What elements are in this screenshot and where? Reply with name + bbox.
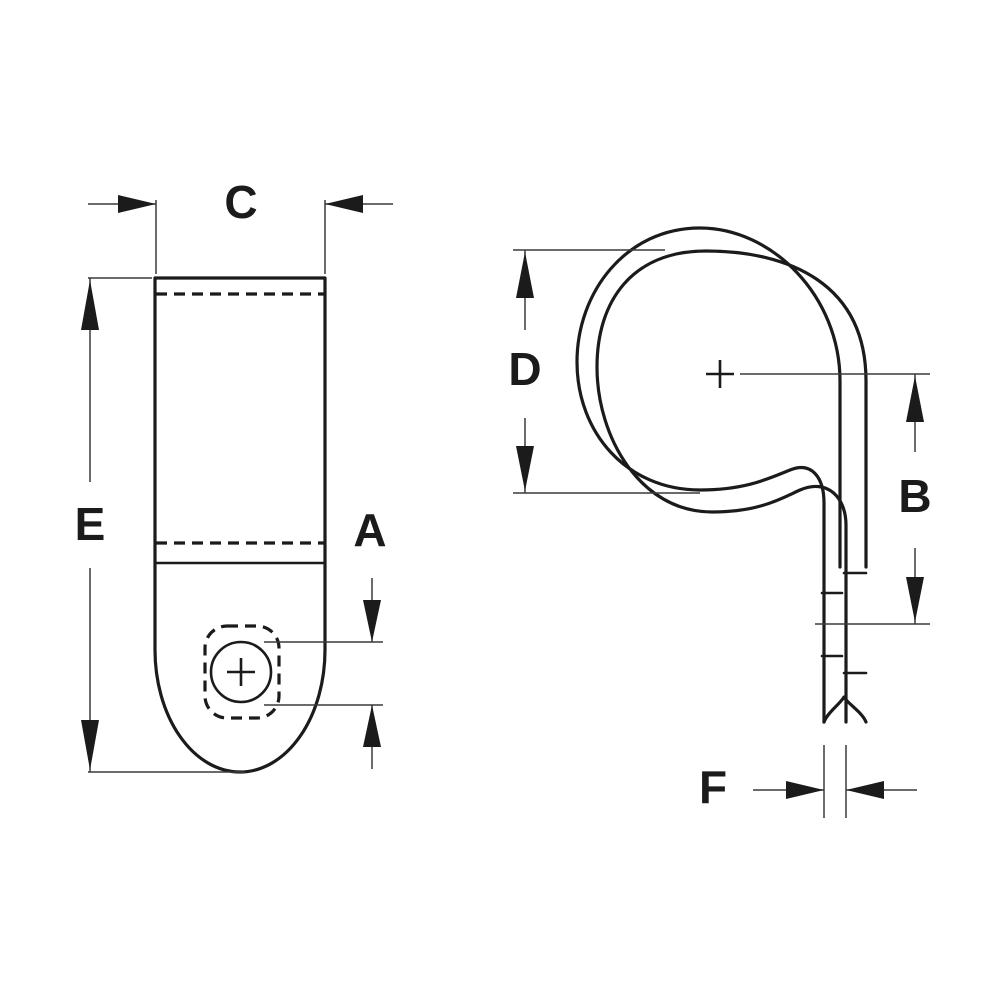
front-view-hidden-boss [203,624,281,720]
dim-a-arrow-lower [363,705,381,747]
front-view-body-outline [153,276,327,774]
dimension-d: D [508,249,700,494]
dim-a-arrow-upper [363,600,381,642]
dim-b-arrow-upper [906,376,924,422]
dimension-e: E [75,277,245,773]
side-view-center-mark [706,360,734,388]
dim-b-arrow-lower [906,577,924,622]
dimension-b: B [740,373,932,625]
front-view-group [153,276,327,774]
dim-c-arrow-left [118,195,156,213]
dim-d-arrow-top [516,252,534,298]
front-view-hole-center-mark [227,658,255,686]
dim-a-label: A [353,504,386,556]
dimension-a: A [264,504,387,769]
dim-e-arrow-bottom [81,720,99,770]
dim-d-arrow-bottom [516,446,534,491]
dimension-f: F [699,745,917,818]
dim-f-label: F [699,761,727,813]
dim-f-arrow-left [786,781,824,799]
dim-e-arrow-top [81,280,99,330]
side-view-tail-bottom [822,695,868,724]
dimension-c: C [88,176,393,274]
dim-f-arrow-right [846,781,884,799]
side-view-outer-profile [575,226,842,724]
dim-e-label: E [75,498,106,550]
side-view-inner-profile [595,249,868,724]
dim-c-label: C [224,176,257,228]
front-view-mounting-hole [209,640,273,704]
side-view-group [575,226,868,724]
dim-c-arrow-right [325,195,363,213]
dim-d-label: D [508,343,541,395]
dim-b-label: B [898,470,931,522]
